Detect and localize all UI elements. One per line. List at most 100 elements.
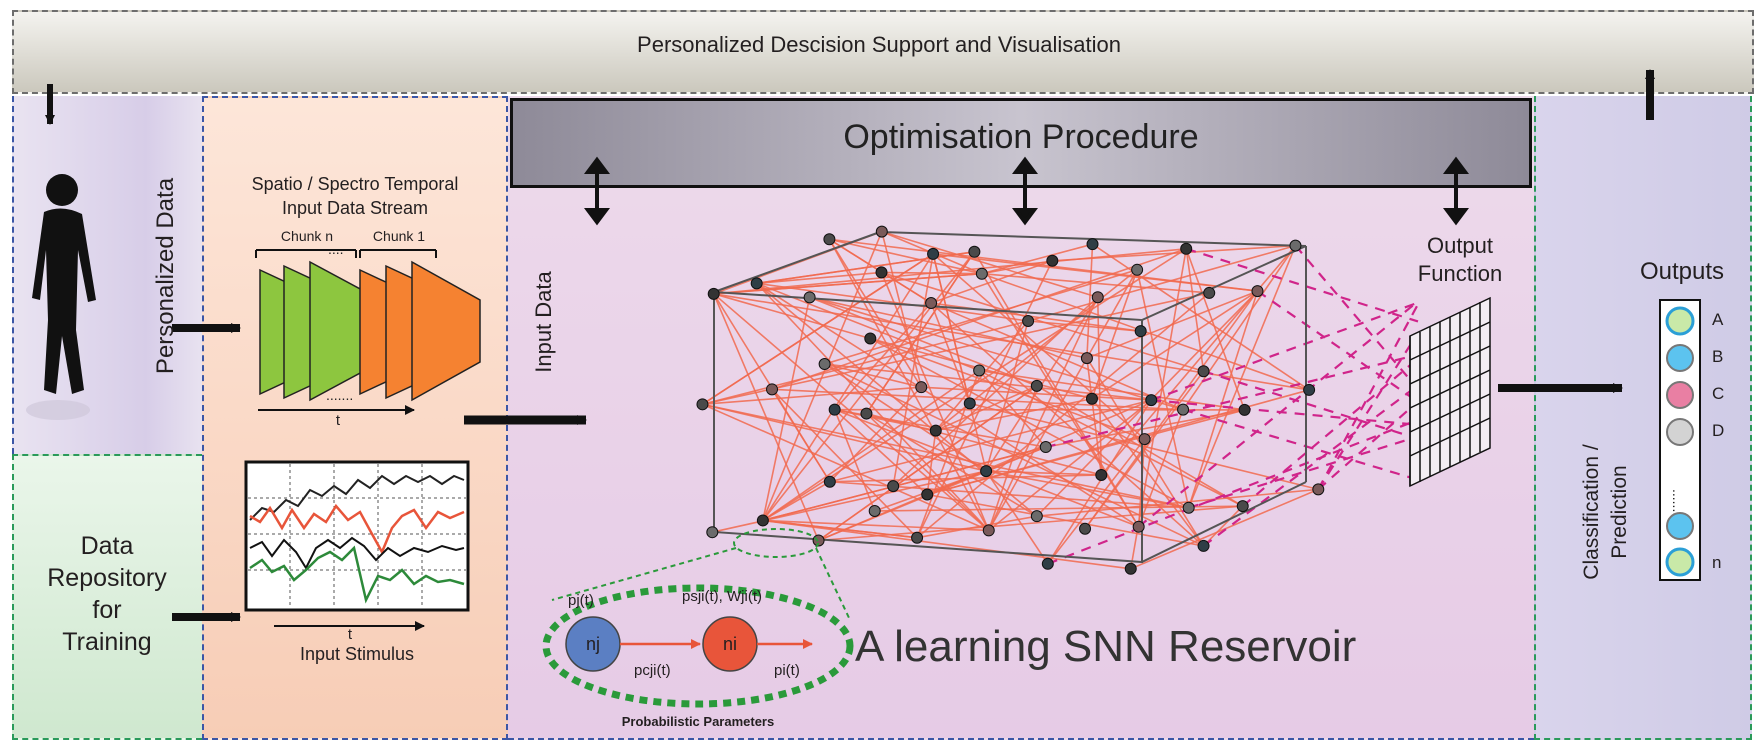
reservoir-neuron: [1134, 325, 1147, 338]
reservoir-connection: [809, 296, 1152, 401]
reservoir-neuron: [750, 277, 763, 290]
reservoir-connection: [762, 519, 1131, 570]
reservoir-neuron: [818, 358, 831, 371]
reservoir-neuron: [915, 381, 928, 394]
reservoir-neuron: [1138, 433, 1151, 446]
reservoir-connection: [1185, 248, 1205, 372]
reservoir-connection: [809, 296, 1038, 387]
reservoir-neuron: [1182, 501, 1195, 514]
output-link: [1256, 290, 1419, 403]
decision-support-banner: [12, 10, 1754, 94]
reservoir-connection: [702, 403, 1189, 509]
output-link: [1188, 435, 1419, 509]
output-links: [1045, 244, 1419, 565]
reservoir-connection: [829, 386, 922, 483]
reservoir-connection: [713, 293, 990, 532]
reservoir-connection: [926, 430, 937, 495]
reservoir-connection: [829, 238, 983, 275]
reservoir-connection: [712, 470, 987, 533]
reservoir-neuron: [1046, 254, 1059, 267]
reservoir-connection: [930, 302, 971, 404]
reservoir-connection: [702, 253, 934, 405]
reservoir-connection: [762, 519, 989, 532]
reservoir-neuron: [1030, 379, 1043, 392]
reservoir-connection: [1086, 244, 1094, 359]
reservoir-neuron: [756, 514, 769, 527]
reservoir-connection: [834, 408, 936, 432]
reservoir-neuron: [875, 225, 888, 238]
input-stimulus-plot: [244, 460, 470, 631]
reservoir-connection: [1084, 290, 1259, 530]
reservoir-connection: [713, 272, 982, 295]
reservoir-connection: [865, 251, 976, 415]
stream-title-line-2: Input Data Stream: [281, 198, 429, 218]
reservoir-connection: [881, 271, 1204, 372]
stream-title: Spatio / Spectro Temporal Input Data Str…: [204, 172, 506, 220]
input-data-chunks: ....... ....: [255, 241, 481, 415]
reservoir-connection: [818, 385, 1038, 542]
reservoir-connection: [892, 253, 934, 487]
reservoir-neuron: [968, 245, 981, 258]
reservoir-connection: [756, 282, 1029, 322]
output-link: [1045, 353, 1419, 449]
node-nj-label: nj: [585, 634, 600, 654]
reservoir-connection: [921, 386, 1152, 401]
output-link: [1151, 399, 1419, 426]
reservoir-neuron: [1197, 365, 1210, 378]
repository-line-4: Training: [62, 628, 152, 656]
reservoir-connection: [762, 251, 976, 521]
reservoir-connection: [762, 231, 883, 521]
reservoir-connection: [829, 399, 1152, 483]
reservoir-connection: [986, 470, 1102, 476]
reservoir-neuron: [921, 488, 934, 501]
reservoir-connection: [1027, 244, 1296, 322]
reservoir-neuron: [973, 364, 986, 377]
chunk-n-label: Chunk n: [280, 228, 334, 244]
reservoir-neuron: [1238, 403, 1251, 416]
banner-title: Personalized Descision Support and Visua…: [637, 32, 1121, 57]
reservoir-connection: [771, 248, 1187, 391]
output-link: [1294, 244, 1419, 390]
input-data-label: Input Data: [531, 271, 556, 373]
reservoir-connection: [762, 297, 811, 521]
output-label-d: D: [1712, 421, 1725, 440]
reservoir-connection: [985, 470, 1049, 565]
reservoir-neuron: [929, 424, 942, 437]
reservoir-neuron: [1131, 263, 1144, 276]
reservoir-connection: [762, 446, 1046, 522]
reservoir-connection: [981, 243, 1093, 275]
reservoir-connection: [988, 296, 1099, 531]
reservoir-connections: [702, 230, 1319, 570]
reservoir-connection: [881, 271, 982, 275]
output-link: [1317, 332, 1419, 490]
reservoir-connection: [1185, 248, 1246, 411]
reservoir-connection: [828, 238, 922, 388]
output-link: [1047, 418, 1419, 565]
probabilistic-parameters-inset: [542, 528, 854, 708]
snn-cube: [696, 225, 1419, 575]
reservoir-connection: [973, 251, 1140, 528]
reservoir-connection: [829, 238, 1258, 292]
reservoir-connection: [1100, 245, 1297, 476]
output-function-grid: [1409, 296, 1491, 488]
reservoir-connection: [1047, 399, 1152, 565]
reservoir-connection: [818, 505, 1243, 542]
output-function-line-1: Output: [1426, 233, 1494, 258]
repository-line-3: for: [92, 596, 122, 624]
pj-label: pj(t): [568, 592, 594, 609]
reservoir-neuron: [1079, 522, 1092, 535]
reservoir-connection: [824, 363, 1152, 401]
stimulus-time-axis: t: [347, 626, 353, 643]
reservoir-neuron: [1197, 539, 1210, 552]
reservoir-neuron: [1080, 352, 1093, 365]
output-label-b: B: [1712, 347, 1724, 366]
reservoir-neuron: [1022, 314, 1035, 327]
reservoir-connection: [1096, 297, 1103, 475]
output-link: [1150, 301, 1419, 402]
reservoir-connection: [1187, 245, 1297, 509]
psji-label: psji(t), Wji(t): [682, 588, 762, 605]
reservoir-neuron: [982, 524, 995, 537]
flow-arrows: [45, 69, 1655, 622]
reservoir-connection: [865, 412, 990, 531]
